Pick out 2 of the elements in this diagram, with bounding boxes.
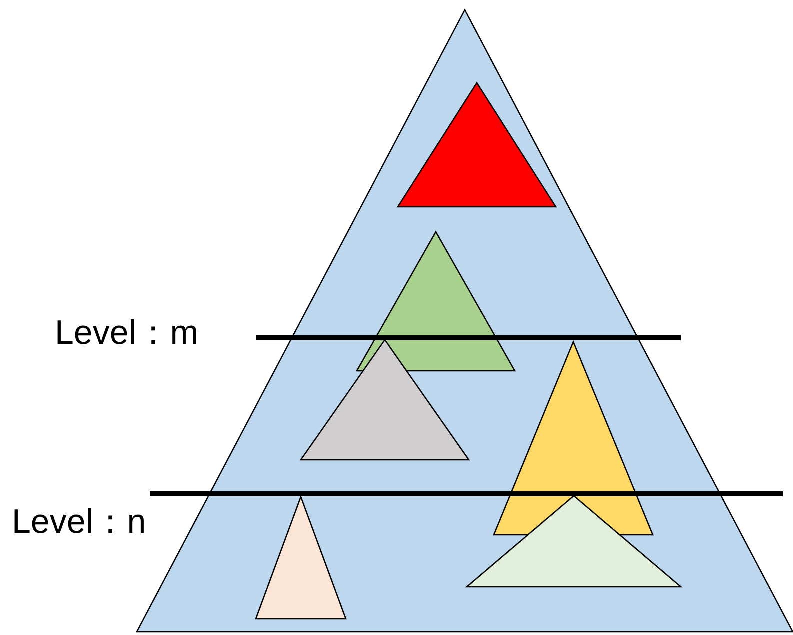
level-label: Level：m — [55, 313, 199, 353]
level-label: Level：n — [12, 502, 146, 542]
